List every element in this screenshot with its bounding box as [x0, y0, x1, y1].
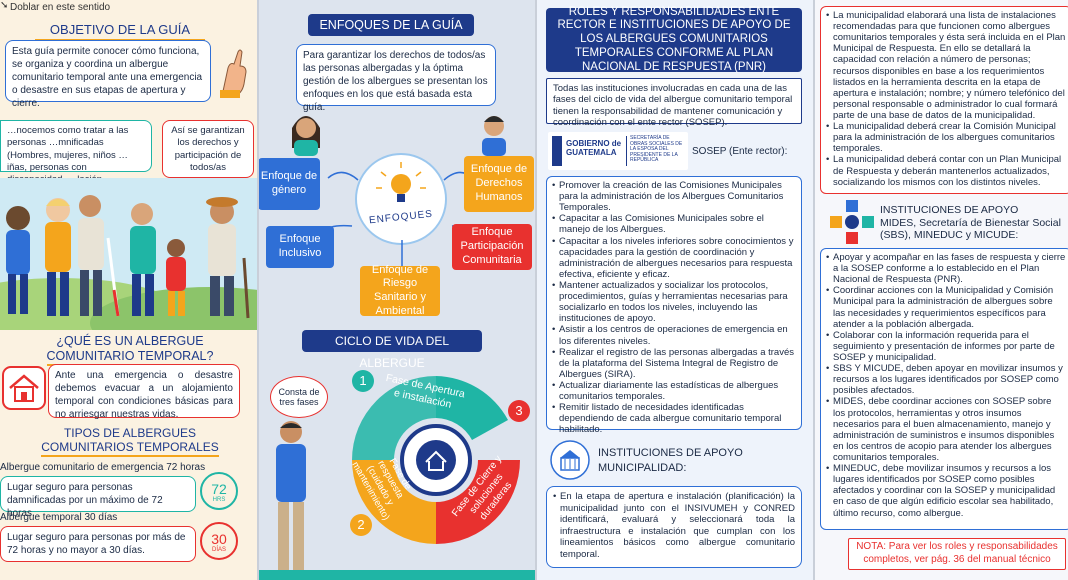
phase2-segment — [352, 460, 436, 544]
muni-list-box: La municipalidad elaborará una lista de … — [820, 6, 1068, 194]
lifecycle-diagram — [352, 376, 520, 544]
list-item: Capacitar a los niveles inferiores sobre… — [552, 236, 796, 280]
boy-avatar — [482, 116, 506, 156]
sosep-list-box: Promover la creación de las Comisiones M… — [546, 176, 802, 435]
inst-title: INSTITUCIONES DE APOYO MIDES, Secretaría… — [880, 204, 1061, 242]
panel-objective: ➘ Doblar en este sentido OBJETIVO DE LA … — [0, 0, 258, 580]
list-item: Realizar el registro de las personas alb… — [552, 347, 796, 380]
node-participacion: Enfoque Participación Comunitaria — [452, 224, 532, 270]
note-box: NOTA: Para ver los roles y responsabilid… — [848, 538, 1066, 570]
clock-72-icon: 72 HRS — [200, 472, 238, 510]
man-illustration — [276, 421, 306, 578]
panel-instituciones: La municipalidad elaborará una lista de … — [814, 0, 1068, 580]
rights-text: Así se garantizan los derechos y partici… — [162, 120, 254, 178]
panel-roles: ROLES Y RESPONSABILIDADES ENTE RECTOR E … — [536, 0, 814, 580]
fold-arrow-icon: ➘ — [0, 0, 9, 11]
fold-divider — [257, 0, 259, 580]
enfoques-title: ENFOQUES DE LA GUÍA — [308, 14, 474, 36]
pointing-hand-icon — [220, 49, 247, 98]
type1-text: Lugar seguro para personas damnificadas … — [0, 476, 196, 519]
node-riesgo: Enfoque de Riesgo Sanitario y Ambiental — [360, 264, 440, 317]
muni-list: La municipalidad elaborará una lista de … — [826, 10, 1066, 188]
list-item: Capacitar a las Comisiones Municipales s… — [552, 213, 796, 235]
list-item: Remitir listado de necesidades identific… — [552, 402, 796, 435]
roles-intro: Todas las instituciones involucradas en … — [546, 78, 802, 128]
list-item: Asistir a los centros de operaciones de … — [552, 324, 796, 346]
list-item: Promover la creación de las Comisiones M… — [552, 180, 796, 213]
type1-block: Albergue comunitario de emergencia 72 ho… — [0, 462, 258, 519]
calendar-30-icon: 30 DÍAS — [200, 522, 238, 560]
what-text: Ante una emergencia o desastre debemos e… — [48, 364, 240, 420]
node-derechos-humanos: Enfoque de Derechos Humanos — [464, 156, 534, 212]
type1-title: Albergue comunitario de emergencia 72 ho… — [0, 462, 206, 473]
type2-text: Lugar seguro para personas por más de 72… — [0, 526, 196, 562]
list-item: SBS Y MICUDE, deben apoyar en movilizar … — [826, 363, 1066, 396]
inst-list: Apoyar y acompañar en las fases de respu… — [826, 252, 1066, 519]
fold-divider — [535, 0, 537, 580]
phase2-number: 2 — [350, 514, 372, 536]
list-item: Actualizar diariamente las estadísticas … — [552, 380, 796, 402]
community-people-illustration — [0, 178, 258, 330]
bottom-strip — [258, 570, 536, 580]
fold-hint: ➘ Doblar en este sentido — [0, 0, 111, 13]
enfoques-center-diagram — [355, 153, 447, 245]
sosep-list: Promover la creación de las Comisiones M… — [552, 180, 796, 436]
panel-enfoques: ENFOQUES DE LA GUÍA Para garantizar los … — [258, 0, 536, 580]
muni-text-box: En la etapa de apertura e instalación (p… — [546, 486, 802, 568]
municipality-icon — [550, 440, 590, 480]
node-genero: Enfoque de género — [258, 158, 320, 210]
roles-title: ROLES Y RESPONSABILIDADES ENTE RECTOR E … — [546, 6, 802, 73]
sosep-label: SOSEP (Ente rector): — [692, 146, 788, 157]
node-inclusivo: Enfoque Inclusivo — [266, 226, 334, 268]
list-item: Apoyar y acompañar en las fases de respu… — [826, 252, 1066, 285]
phase3-number: 3 — [508, 400, 530, 422]
phase1-number: 1 — [352, 370, 374, 392]
phase1-segment — [436, 376, 508, 440]
what-title: ¿QUÉ ES UN ALBERGUE COMUNITARIO TEMPORAL… — [28, 334, 232, 366]
types-title: TIPOS DE ALBERGUES COMUNITARIOS TEMPORAL… — [28, 426, 232, 457]
guatemala-logo: GOBIERNO de GUATEMALA SECRETARÍA DE OBRA… — [548, 132, 688, 170]
list-item: La municipalidad elaborará una lista de … — [826, 10, 1066, 121]
list-item: MINEDUC, debe movilizar insumos y recurs… — [826, 463, 1066, 519]
list-item: Coordinar acciones con la Municipalidad … — [826, 285, 1066, 329]
institutions-logo-icon — [830, 200, 874, 244]
list-item: Mantener actualizados y socializar los p… — [552, 280, 796, 324]
type2-title: Albergue temporal 30 días — [0, 512, 118, 523]
phase3-segment — [436, 460, 520, 544]
objective-text: Esta guía permite conocer cómo funciona,… — [5, 40, 211, 109]
enfoques-intro: Para garantizar los derechos de todos/as… — [296, 44, 496, 113]
flag-stripe-icon — [552, 136, 562, 166]
ciclo-title: CICLO DE VIDA DEL ALBERGUE — [302, 330, 482, 370]
phases-bubble: Consta de tres fases — [270, 376, 328, 418]
list-item: Colaborar con la información requerida p… — [826, 330, 1066, 363]
girl-avatar — [292, 116, 320, 156]
type2-block: Albergue temporal 30 días Lugar seguro p… — [0, 512, 258, 562]
muni-text: En la etapa de apertura e instalación (p… — [553, 491, 795, 560]
objective-title: OBJETIVO DE LA GUÍA — [35, 22, 205, 41]
shelter-house-icon — [2, 366, 46, 410]
list-item: La municipalidad deberá contar con un Pl… — [826, 154, 1066, 187]
muni-title: INSTITUCIONES DE APOYO MUNICIPALIDAD: — [598, 447, 743, 475]
groups-text: …nocemos como tratar a las personas …mni… — [0, 120, 152, 198]
list-item: MIDES, debe coordinar acciones con SOSEP… — [826, 396, 1066, 463]
fold-divider — [813, 0, 815, 580]
inst-list-box: Apoyar y acompañar en las fases de respu… — [820, 248, 1068, 530]
list-item: La municipalidad deberá crear la Comisió… — [826, 121, 1066, 154]
